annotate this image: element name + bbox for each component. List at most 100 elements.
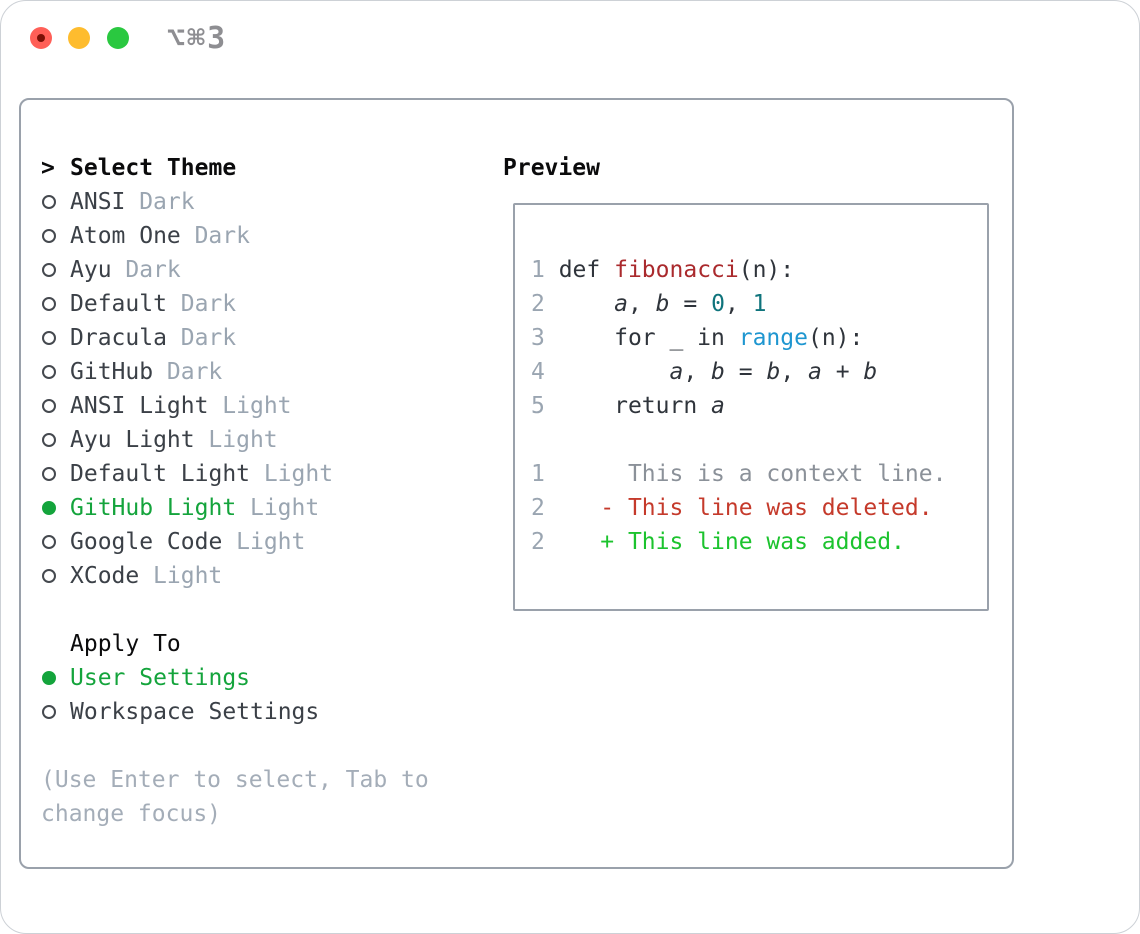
theme-option[interactable]: ANSI Light Light — [41, 389, 491, 423]
code-line — [531, 423, 987, 457]
minimize-button[interactable] — [68, 27, 90, 49]
radio-icon — [41, 229, 70, 243]
code-segment: , — [780, 359, 809, 385]
apply-to-title: Apply To — [70, 631, 181, 657]
radio-icon — [41, 705, 70, 719]
theme-name: ANSI — [70, 189, 126, 215]
line-number: 2 — [531, 495, 545, 521]
help-text: (Use Enter to select, Tab to change focus… — [41, 763, 491, 831]
theme-variant-tag: Dark — [166, 359, 223, 385]
radio-unselected-icon — [42, 569, 56, 583]
code-segment: a — [711, 393, 725, 419]
code-segment: = — [724, 359, 767, 385]
code-segment: b — [711, 359, 725, 385]
code-segment: , — [627, 291, 656, 317]
code-line: 1 def fibonacci(n): — [531, 253, 987, 287]
theme-option[interactable]: Ayu Dark — [41, 253, 491, 287]
code-segment: , — [683, 359, 712, 385]
code-segment: b — [766, 359, 781, 385]
theme-variant-tag: Dark — [194, 223, 250, 249]
line-number: 1 — [531, 257, 545, 283]
preview-title: Preview — [503, 155, 600, 181]
code-segment: for _ in — [544, 325, 739, 351]
close-button[interactable] — [30, 27, 52, 49]
code-segment: b — [863, 359, 878, 385]
theme-option[interactable]: ANSI Dark — [41, 185, 491, 219]
code-segment: - This line was deleted. — [544, 495, 933, 521]
help-text-line: (Use Enter to select, Tab to — [41, 767, 429, 793]
apply-option-label: User Settings — [70, 665, 251, 691]
radio-selected-icon — [42, 671, 56, 685]
radio-unselected-icon — [42, 705, 56, 719]
apply-option[interactable]: Workspace Settings — [41, 695, 491, 729]
zoom-button[interactable] — [107, 27, 129, 49]
line-number: 5 — [531, 393, 545, 419]
line-number: 3 — [531, 325, 545, 351]
theme-name: Default — [70, 291, 167, 317]
radio-icon — [41, 569, 70, 583]
radio-unselected-icon — [42, 195, 56, 209]
apply-option[interactable]: User Settings — [41, 661, 491, 695]
theme-option[interactable]: Atom One Dark — [41, 219, 491, 253]
radio-unselected-icon — [42, 433, 56, 447]
theme-name: XCode — [70, 563, 140, 589]
theme-name: Atom One — [70, 223, 181, 249]
theme-option[interactable]: XCode Light — [41, 559, 491, 593]
theme-variant-tag: Dark — [180, 291, 237, 317]
radio-unselected-icon — [42, 331, 56, 345]
radio-icon — [41, 399, 70, 413]
window-title-shortcut: ⌥⌘3 — [167, 21, 228, 56]
code-segment: return — [544, 393, 712, 419]
apply-option-label: Workspace Settings — [70, 699, 320, 725]
theme-variant-tag: Light — [153, 563, 223, 589]
title-bar: ⌥⌘3 — [1, 1, 1139, 75]
apply-to-header: Apply To — [41, 627, 491, 661]
radio-icon — [41, 195, 70, 209]
code-segment: a — [614, 291, 628, 317]
theme-variant-tag: Dark — [125, 257, 181, 283]
code-segment — [545, 291, 614, 317]
code-segment: def — [544, 257, 615, 283]
radio-icon — [41, 671, 70, 685]
code-segment: + This line was added. — [544, 529, 905, 555]
preview-column: Preview 1 def fibonacci(n):2 a, b = 0, 1… — [503, 151, 1003, 611]
radio-icon — [41, 433, 70, 447]
code-line: 2 + This line was added. — [531, 525, 987, 559]
theme-option[interactable]: Default Dark — [41, 287, 491, 321]
code-segment: fibonacci — [614, 257, 739, 283]
code-segment — [545, 359, 670, 385]
theme-name: Ayu — [70, 257, 112, 283]
code-segment: b — [655, 291, 670, 317]
theme-variant-tag: Light — [222, 393, 292, 419]
radio-icon — [41, 331, 70, 345]
code-line: 5 return a — [531, 389, 987, 423]
radio-icon — [41, 263, 70, 277]
radio-selected-icon — [42, 501, 56, 515]
select-theme-title: Select Theme — [70, 155, 237, 181]
theme-variant-tag: Dark — [139, 189, 195, 215]
line-number: 2 — [531, 529, 545, 555]
theme-variant-tag: Light — [208, 427, 278, 453]
code-line: 1 This is a context line. — [531, 457, 987, 491]
theme-name: ANSI Light — [70, 393, 209, 419]
radio-unselected-icon — [42, 399, 56, 413]
code-segment: (n): — [807, 325, 864, 351]
code-segment: = — [669, 291, 712, 317]
theme-name: Ayu Light — [70, 427, 195, 453]
theme-name: Default Light — [70, 461, 251, 487]
code-segment: + — [821, 359, 864, 385]
theme-option[interactable]: Ayu Light Light — [41, 423, 491, 457]
radio-icon — [41, 535, 70, 549]
help-text-line: change focus) — [41, 801, 222, 827]
code-segment: range — [738, 325, 808, 351]
code-segment: a — [669, 359, 684, 385]
